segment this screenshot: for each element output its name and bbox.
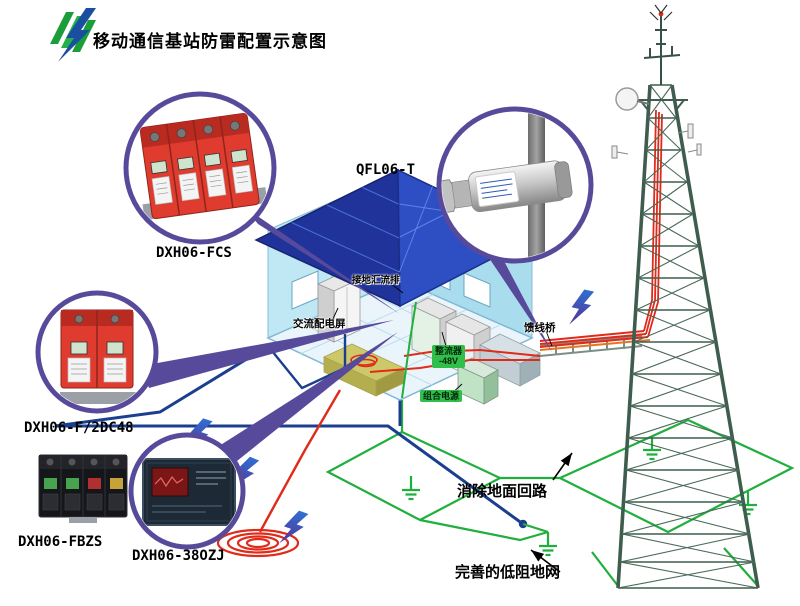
arrow-ground-net-icon (530, 549, 561, 573)
page-title: 移动通信基站防雷配置示意图 (93, 32, 327, 51)
power-cable-red (258, 389, 342, 533)
cable-entry-annex (479, 333, 541, 387)
label-dxh06-fbzs: DXH06-FBZS (18, 534, 103, 550)
label-combined-power: 组合电源 (420, 390, 463, 403)
panel-antenna-icon (611, 123, 702, 159)
signal-cable-blue (54, 344, 524, 526)
combined-power-label: 组合电源 (423, 391, 460, 401)
device-f2dc48-image (60, 309, 136, 404)
label-ac-panel: 交流配电屏 (293, 318, 346, 330)
callout-pointer-38ozj (219, 332, 398, 461)
label-ground-bus: 接地汇流排 (352, 275, 400, 286)
feeder-bridge (539, 330, 651, 357)
label-dxh06-fcs: DXH06-FCS (156, 245, 232, 261)
cable-coil-icon (216, 528, 300, 558)
device-38ozj-image (142, 458, 236, 526)
label-dxh06-38ozj: DXH06-38OZJ (132, 548, 225, 564)
rectifier-label-line1: 整流器 (435, 346, 463, 356)
annotation-ground-loop: 消除地面回路 (457, 483, 548, 500)
label-feeder-bridge: 馈线桥 (524, 322, 556, 334)
lightning-rod (643, 4, 681, 85)
label-qfl06-t: QFL06-T (356, 162, 416, 178)
callout-pointer-f2dc48 (141, 320, 394, 388)
feeder-cables (539, 330, 651, 351)
device-fbzs-image (38, 454, 128, 523)
device-qfl-image (442, 112, 573, 258)
lightning-bolt-icon (567, 287, 595, 329)
ground-rod-icon (537, 530, 559, 557)
rectifier-label-line2: -48V (439, 356, 459, 367)
equipment-room-illustration (254, 168, 541, 405)
callout-pointer-qfl (483, 249, 552, 352)
ground-grid (325, 400, 795, 587)
lightning-bolt-icon (277, 507, 309, 550)
ground-rod-icon (400, 474, 422, 501)
device-fcs-image (139, 112, 268, 221)
spark-streaks-icon (649, 4, 673, 21)
callout-pointers (141, 206, 552, 461)
callout-pointer-fcs (243, 206, 400, 314)
antenna-tower (611, 4, 760, 589)
junction-ground-link (522, 522, 549, 534)
microwave-dish-icon (615, 87, 650, 111)
label-dxh06-f2dc48: DXH06-F/2DC48 (24, 420, 134, 436)
label-rectifier: 整流器 -48V (432, 345, 466, 368)
annotation-ground-net: 完善的低阻地网 (455, 564, 561, 581)
window (463, 272, 491, 308)
arrow-ground-loop-icon (552, 452, 573, 481)
logo-icon (50, 8, 96, 62)
